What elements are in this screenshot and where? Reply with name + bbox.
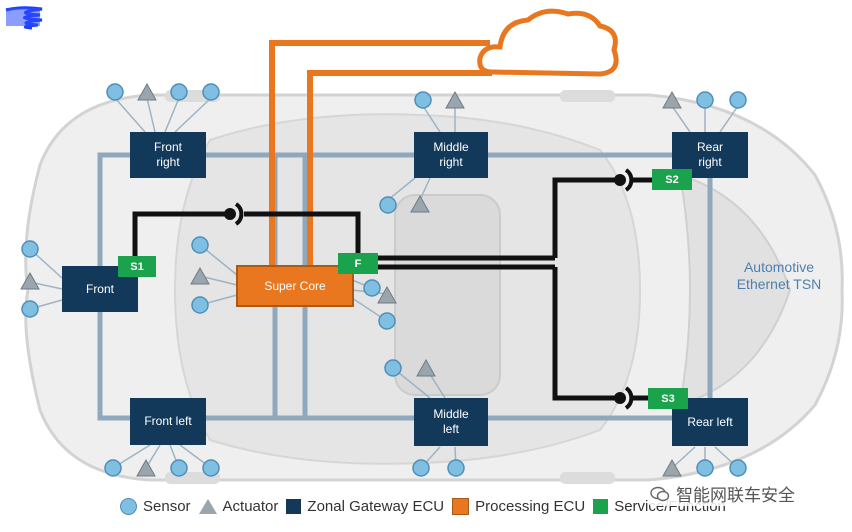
actuator-icon — [136, 458, 156, 477]
ecu-middle-left: Middle left — [414, 398, 488, 446]
cloud-icon — [477, 8, 619, 77]
sensor-icon — [191, 296, 209, 314]
blue-scribble-mark — [5, 6, 43, 30]
sensor-icon — [120, 497, 137, 515]
device-links — [29, 97, 739, 469]
actuator-icon — [377, 285, 397, 304]
ecu-middle-right: Middle right — [414, 132, 488, 178]
sensor-icon — [414, 91, 432, 109]
service-s2: S2 — [652, 169, 692, 190]
socket-connector-icon — [614, 386, 634, 410]
zonal-ecu-swatch — [286, 498, 302, 514]
legend-processing-label: Processing ECU — [475, 497, 586, 515]
ecu-front: Front — [62, 266, 138, 312]
socket-connector-icon — [614, 168, 634, 192]
sensor-icon — [202, 83, 220, 101]
sensor-icon — [378, 312, 396, 330]
sensor-icons — [21, 83, 747, 477]
legend-zonal-label: Zonal Gateway ECU — [307, 497, 445, 515]
legend-zonal: Zonal Gateway ECU — [286, 498, 444, 515]
actuator-icon — [137, 82, 157, 101]
ecu-front-right: Front right — [130, 132, 206, 178]
legend: Sensor Actuator Zonal Gateway ECU Proces… — [0, 493, 852, 519]
function-f: F — [338, 253, 378, 274]
sensor-icon — [170, 459, 188, 477]
sensor-icon — [379, 196, 397, 214]
sensor-icon — [21, 240, 39, 258]
sensor-icon — [104, 459, 122, 477]
processing-ecu-swatch — [452, 497, 470, 515]
sensor-icon — [412, 459, 430, 477]
sensor-icon — [729, 459, 747, 477]
legend-actuator-label: Actuator — [222, 497, 279, 515]
actuator-icon — [416, 358, 436, 377]
actuator-icon — [662, 90, 682, 109]
sensor-icon — [447, 459, 465, 477]
actuator-icons — [20, 82, 682, 477]
ecu-front-left: Front left — [130, 398, 206, 445]
actuator-icon — [190, 266, 210, 285]
actuator-icon — [445, 90, 465, 109]
legend-actuator: Actuator — [198, 497, 279, 515]
sensor-icon — [696, 459, 714, 477]
service-swatch — [593, 498, 609, 514]
watermark: 智能网联车安全 — [650, 481, 795, 506]
sensor-icon — [202, 459, 220, 477]
actuator-icon — [662, 458, 682, 477]
sensor-icon — [696, 91, 714, 109]
socket-connector-icon — [224, 202, 244, 226]
sensor-icon — [106, 83, 124, 101]
watermark-text: 智能网联车安全 — [676, 486, 795, 505]
sensor-icon — [21, 300, 39, 318]
wechat-icon — [650, 486, 670, 501]
super-core-ecu: Super Core — [236, 265, 354, 307]
network-label: Automotive Ethernet TSN — [736, 259, 822, 292]
service-connections — [132, 177, 652, 401]
sensor-icon — [191, 236, 209, 254]
actuator-icon — [410, 194, 430, 213]
sensor-icon — [363, 279, 381, 297]
sensor-icon — [384, 359, 402, 377]
service-s3: S3 — [648, 388, 688, 409]
sensor-icon — [729, 91, 747, 109]
service-s1: S1 — [118, 256, 156, 277]
legend-sensor: Sensor — [120, 497, 191, 515]
sensor-icon — [170, 83, 188, 101]
processing-links — [269, 40, 492, 265]
legend-processing: Processing ECU — [452, 497, 586, 515]
actuator-icon — [198, 498, 217, 514]
legend-sensor-label: Sensor — [143, 497, 191, 515]
car-silhouette — [24, 90, 844, 484]
actuator-icon — [20, 271, 40, 290]
